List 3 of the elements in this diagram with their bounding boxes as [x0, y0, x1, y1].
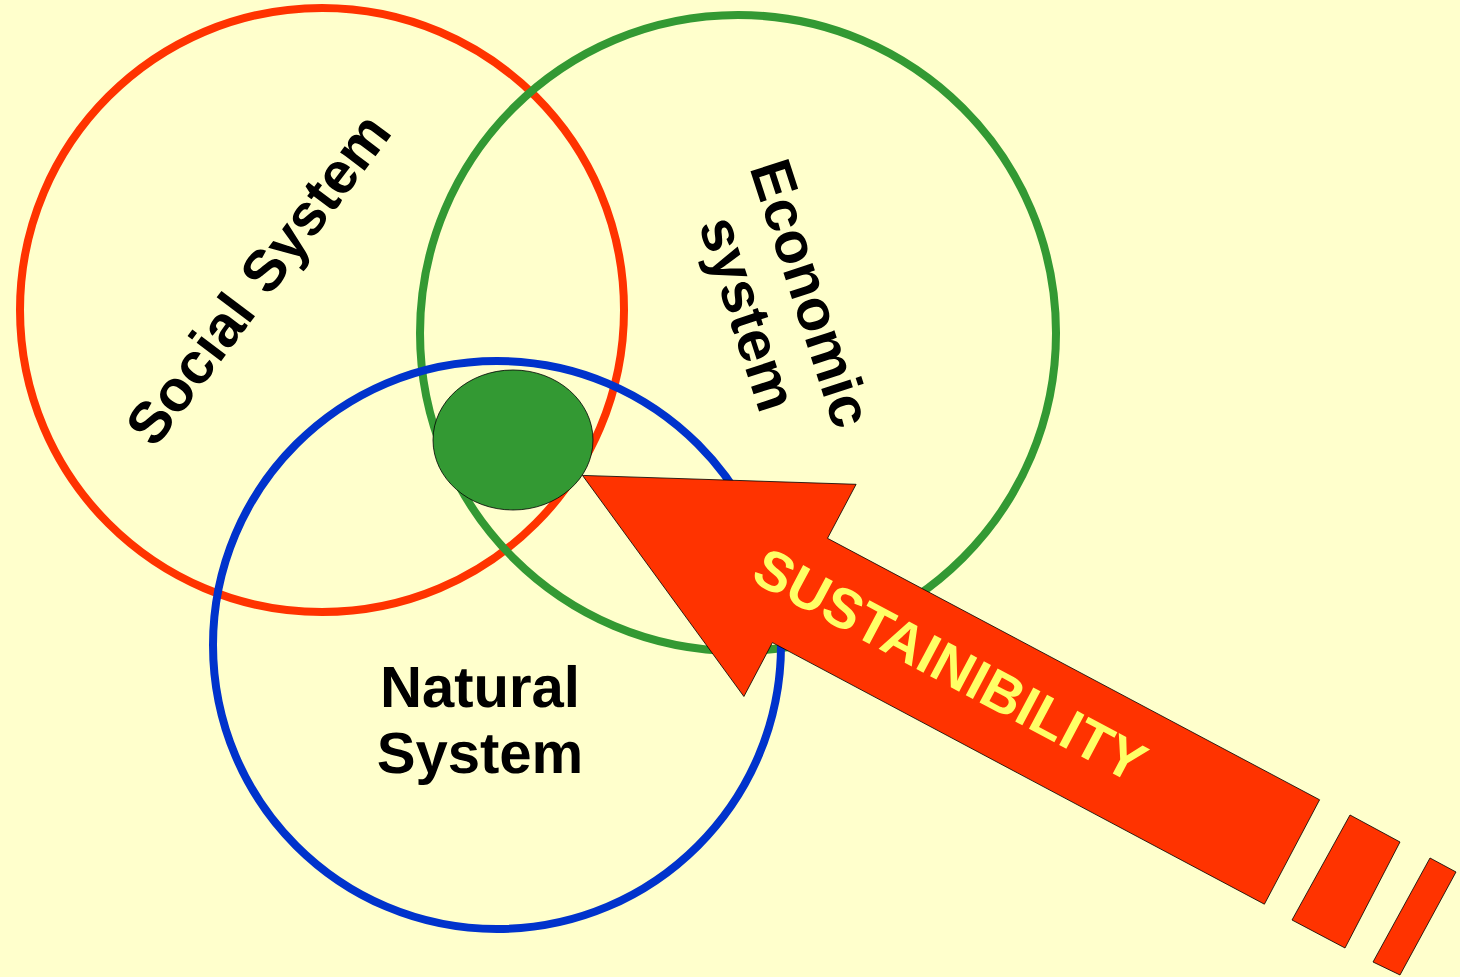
intersection-dot [432, 369, 594, 511]
block-arrow [582, 475, 1320, 905]
circle-label: Natural System [378, 664, 580, 785]
